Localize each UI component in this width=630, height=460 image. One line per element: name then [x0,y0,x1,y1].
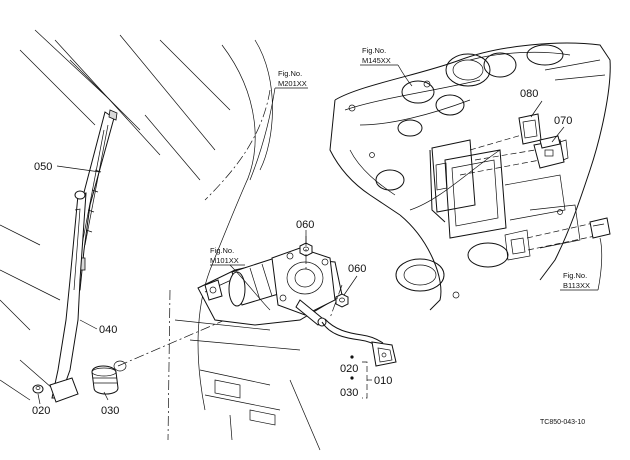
nut-020-left [32,384,44,394]
part-label-020-left: 020 [32,405,50,417]
leader-lines [37,64,603,405]
cab-roof-assembly [329,42,611,311]
part-label-080: 080 [520,88,538,100]
cab-outline-lines [0,29,321,451]
motor-wire-harness [321,318,397,367]
ref-m101-code: M101XX [210,256,239,265]
part-080-switch-cover [518,113,542,145]
part-label-020-right: 020 [340,363,358,375]
part-070-switch [533,135,569,169]
part-label-010: 010 [374,375,392,387]
ref-m101-title: Fig.No. [210,246,234,255]
part-b113-connector [589,217,611,239]
ref-m145: Fig.No. M145XX [362,46,391,65]
bracket-010 [362,361,368,399]
ref-dot-lower [350,376,354,380]
part-label-030: 030 [101,405,119,417]
ref-b113: Fig.No. B113XX [563,271,590,290]
ref-m145-code: M145XX [362,56,391,65]
part-label-030-right: 030 [340,387,358,399]
nut-060-lower [335,293,349,308]
ref-b113-code: B113XX [563,281,590,290]
cap-030-left [91,360,127,395]
ref-m145-title: Fig.No. [362,46,386,55]
wiper-arm-040 [49,190,87,403]
ref-dot-upper [350,355,354,359]
part-label-050: 050 [34,161,52,173]
ref-m201-title: Fig.No. [278,69,302,78]
part-label-040: 040 [99,324,117,336]
drawing-code: TC850-043-10 [540,419,585,426]
part-label-070: 070 [554,115,572,127]
ref-m201: Fig.No. M201XX [278,69,307,88]
ref-m101: Fig.No. M101XX [210,246,239,265]
ref-b113-title: Fig.No. [563,271,587,280]
ref-m201-code: M201XX [278,79,307,88]
wiper-motor-assembly [197,247,343,327]
part-label-060-lower: 060 [348,263,366,275]
part-label-060-upper: 060 [296,219,314,231]
